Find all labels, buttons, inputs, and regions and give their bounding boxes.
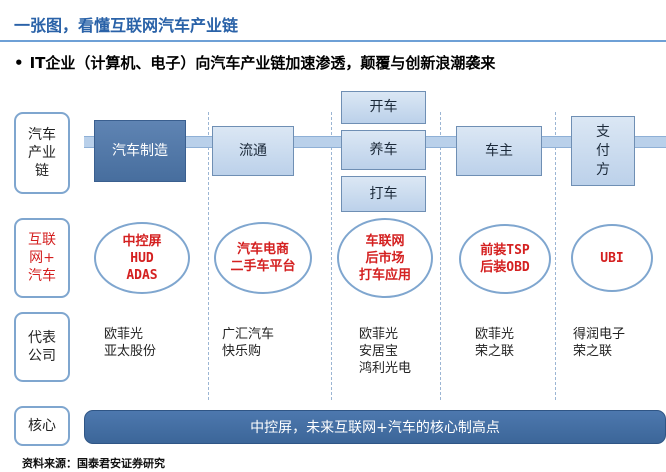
oval-aftermarket: 车联网 后市场 打车应用 bbox=[337, 218, 433, 298]
subtitle-text: IT企业（计算机、电子）向汽车产业链加速渗透，颠覆与创新浪潮袭来 bbox=[29, 54, 496, 72]
chain-circulation: 流通 bbox=[212, 126, 294, 176]
companies-manufacturing: 欧菲光 亚太股份 bbox=[104, 327, 157, 359]
row-label-chain: 汽车 产业 链 bbox=[14, 112, 70, 194]
chain-driving: 开车 bbox=[341, 91, 426, 124]
chain-manufacturing: 汽车制造 bbox=[94, 120, 186, 182]
source-note: 资料来源：国泰君安证券研究 bbox=[22, 457, 165, 470]
chain-maintenance: 养车 bbox=[341, 130, 426, 170]
oval-ecommerce: 汽车电商 二手车平台 bbox=[214, 222, 312, 294]
companies-owner: 欧菲光 荣之联 bbox=[475, 327, 515, 359]
row-label-core: 核心 bbox=[14, 406, 70, 446]
column-divider bbox=[208, 112, 209, 400]
column-divider bbox=[440, 112, 441, 400]
core-banner: 中控屏，未来互联网+汽车的核心制高点 bbox=[84, 410, 666, 444]
row-label-internet: 互联 网+ 汽车 bbox=[14, 218, 70, 298]
companies-payment: 得润电子 荣之联 bbox=[573, 327, 626, 359]
row-label-companies: 代表 公司 bbox=[14, 312, 70, 382]
chain-owner: 车主 bbox=[456, 126, 542, 176]
title-divider bbox=[0, 40, 666, 42]
oval-hardware: 中控屏 HUD ADAS bbox=[94, 222, 190, 294]
oval-tsp-obd: 前装TSP 后装OBD bbox=[459, 224, 551, 294]
bullet-icon: • bbox=[14, 54, 24, 72]
subtitle: • IT企业（计算机、电子）向汽车产业链加速渗透，颠覆与创新浪潮袭来 bbox=[14, 52, 495, 73]
oval-ubi: UBI bbox=[571, 224, 653, 292]
companies-aftermarket: 欧菲光 安居宝 鸿利光电 bbox=[359, 327, 412, 376]
chain-payment: 支 付 方 bbox=[571, 116, 635, 186]
chain-hailing: 打车 bbox=[341, 176, 426, 212]
column-divider bbox=[555, 112, 556, 400]
page-title: 一张图，看懂互联网汽车产业链 bbox=[14, 16, 239, 35]
column-divider bbox=[331, 112, 332, 400]
companies-circulation: 广汇汽车 快乐购 bbox=[222, 327, 275, 359]
